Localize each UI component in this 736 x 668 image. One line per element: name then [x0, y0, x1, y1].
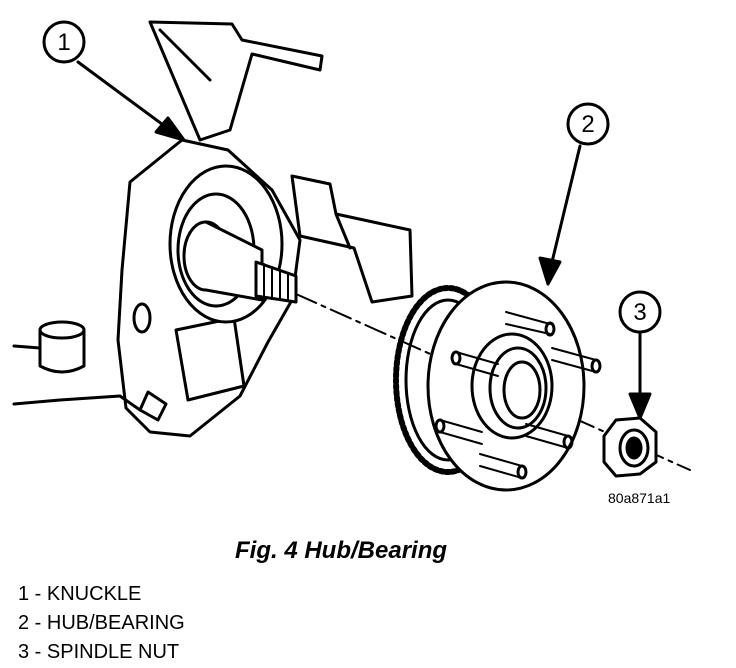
hub-bearing-illustration: 1 2 3 — [12, 20, 691, 492]
callout-2-circle — [566, 102, 610, 146]
callout-2-number: 2 — [581, 111, 594, 138]
callout-3-arrowhead — [628, 392, 652, 420]
legend: 1 - KNUCKLE 2 - HUB/BEARING 3 - SPINDLE … — [18, 580, 185, 667]
callout-1-number: 1 — [57, 29, 70, 56]
spindle-nut-drawing — [602, 416, 658, 478]
callout-2-arrowhead — [538, 256, 562, 286]
callout-1-arrowhead — [154, 116, 186, 142]
callout-1-leader — [76, 60, 172, 132]
legend-item-knuckle: 1 - KNUCKLE — [18, 583, 142, 605]
legend-item-spindle-nut: 3 - SPINDLE NUT — [18, 641, 180, 663]
knuckle-drawing — [12, 20, 414, 438]
callout-3-circle — [618, 290, 662, 334]
callout-1-circle — [42, 20, 86, 64]
figure-caption: Fig. 4 Hub/Bearing — [235, 537, 448, 564]
callout-2-leader — [550, 144, 582, 264]
legend-item-hub-bearing: 2 - HUB/BEARING — [18, 612, 185, 634]
hub-bearing-drawing — [393, 280, 602, 492]
figure-code: 80a871a1 — [608, 490, 671, 506]
callout-3-number: 3 — [633, 299, 646, 326]
